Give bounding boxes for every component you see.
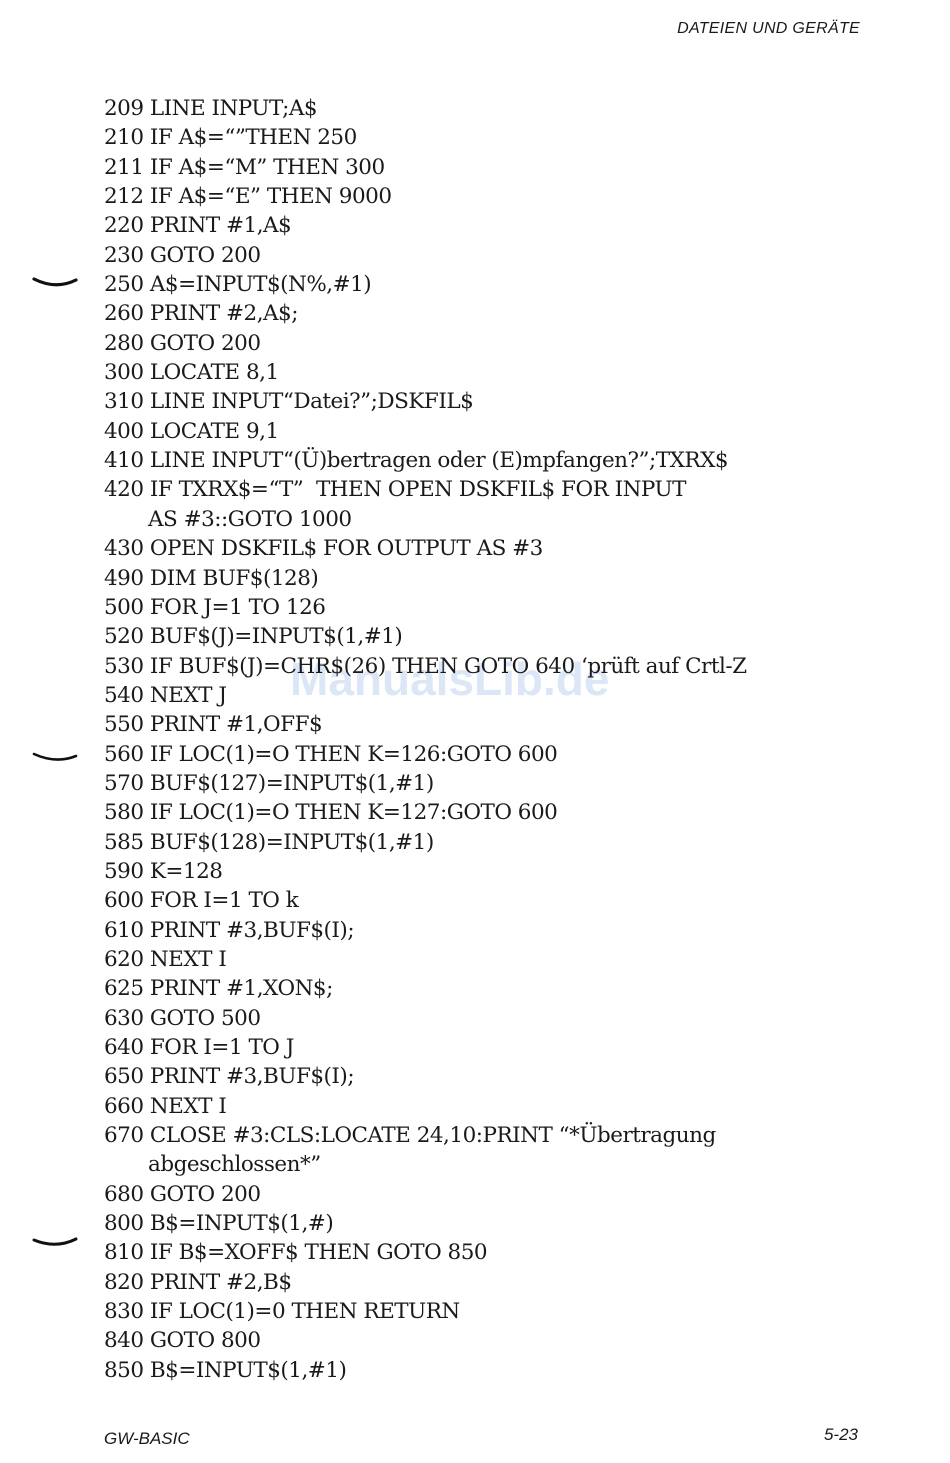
code-listing: 209 LINE INPUT;A$ 210 IF A$=“”THEN 250 2… bbox=[104, 94, 864, 1385]
code-line: 650 PRINT #3,BUF$(I); bbox=[104, 1064, 355, 1090]
code-line: 630 GOTO 500 bbox=[104, 1005, 261, 1031]
code-line: 640 FOR I=1 TO J bbox=[104, 1035, 294, 1060]
margin-binding-mark bbox=[32, 277, 78, 287]
code-line: 625 PRINT #1,XON$; bbox=[104, 976, 333, 1002]
code-line: 570 BUF$(127)=INPUT$(1,#1) bbox=[104, 770, 434, 796]
code-line: 810 IF B$=XOFF$ THEN GOTO 850 bbox=[104, 1240, 488, 1266]
code-line: 211 IF A$=“M” THEN 300 bbox=[104, 154, 385, 180]
code-line: 660 NEXT I bbox=[104, 1093, 227, 1119]
code-line: 670 CLOSE #3:CLS:LOCATE 24,10:PRINT “*Üb… bbox=[104, 1123, 716, 1149]
code-line: 580 IF LOC(1)=O THEN K=127:GOTO 600 bbox=[104, 800, 558, 826]
code-line: 600 FOR I=1 TO k bbox=[104, 888, 299, 914]
code-line: 520 BUF$(J)=INPUT$(1,#1) bbox=[104, 624, 403, 650]
code-line: 209 LINE INPUT;A$ bbox=[104, 96, 318, 121]
code-line-continuation: AS #3::GOTO 1000 bbox=[148, 506, 352, 532]
code-line: 830 IF LOC(1)=0 THEN RETURN bbox=[104, 1299, 460, 1325]
code-line-continuation: abgeschlossen*” bbox=[148, 1152, 321, 1178]
footer-manual-name: GW-BASIC bbox=[104, 1429, 190, 1448]
code-line: 212 IF A$=“E” THEN 9000 bbox=[104, 184, 392, 210]
code-line: 300 LOCATE 8,1 bbox=[104, 360, 279, 386]
code-line: 260 PRINT #2,A$; bbox=[104, 301, 298, 327]
code-line: 850 B$=INPUT$(1,#1) bbox=[104, 1357, 347, 1383]
code-line: 585 BUF$(128)=INPUT$(1,#1) bbox=[104, 829, 434, 855]
code-line: 560 IF LOC(1)=O THEN K=126:GOTO 600 bbox=[104, 741, 558, 767]
code-line: 620 NEXT I bbox=[104, 946, 227, 972]
code-line: 230 GOTO 200 bbox=[104, 242, 261, 268]
margin-binding-mark bbox=[32, 1237, 78, 1246]
code-line: 840 GOTO 800 bbox=[104, 1328, 261, 1354]
code-line: 400 LOCATE 9,1 bbox=[104, 418, 279, 444]
code-line: 610 PRINT #3,BUF$(I); bbox=[104, 917, 355, 943]
code-line: 250 A$=INPUT$(N%,#1) bbox=[104, 272, 372, 298]
code-line: 550 PRINT #1,OFF$ bbox=[104, 712, 323, 738]
page-number: 5-23 bbox=[823, 1425, 858, 1444]
code-line: 310 LINE INPUT“Datei?”;DSKFIL$ bbox=[104, 389, 474, 415]
code-line: 210 IF A$=“”THEN 250 bbox=[104, 125, 357, 151]
code-line: 540 NEXT J bbox=[104, 682, 227, 708]
code-line: 220 PRINT #1,A$ bbox=[104, 213, 292, 239]
code-line: 500 FOR J=1 TO 126 bbox=[104, 594, 326, 620]
running-header: DATEIEN UND GERÄTE bbox=[677, 20, 860, 37]
code-line: 820 PRINT #2,B$ bbox=[104, 1269, 292, 1295]
code-line: 410 LINE INPUT“(Ü)bertragen oder (E)mpfa… bbox=[104, 448, 729, 474]
code-line: 680 GOTO 200 bbox=[104, 1181, 261, 1207]
code-line: 530 IF BUF$(J)=CHR$(26) THEN GOTO 640 ‘p… bbox=[104, 653, 747, 679]
margin-binding-mark bbox=[32, 752, 78, 761]
code-line: 490 DIM BUF$(128) bbox=[104, 565, 319, 591]
code-line: 430 OPEN DSKFIL$ FOR OUTPUT AS #3 bbox=[104, 536, 543, 562]
code-line: 800 B$=INPUT$(1,#) bbox=[104, 1211, 334, 1237]
code-line: 590 K=128 bbox=[104, 858, 223, 884]
code-line: 280 GOTO 200 bbox=[104, 330, 261, 356]
code-line: 420 IF TXRX$=“T” THEN OPEN DSKFIL$ FOR I… bbox=[104, 477, 686, 503]
